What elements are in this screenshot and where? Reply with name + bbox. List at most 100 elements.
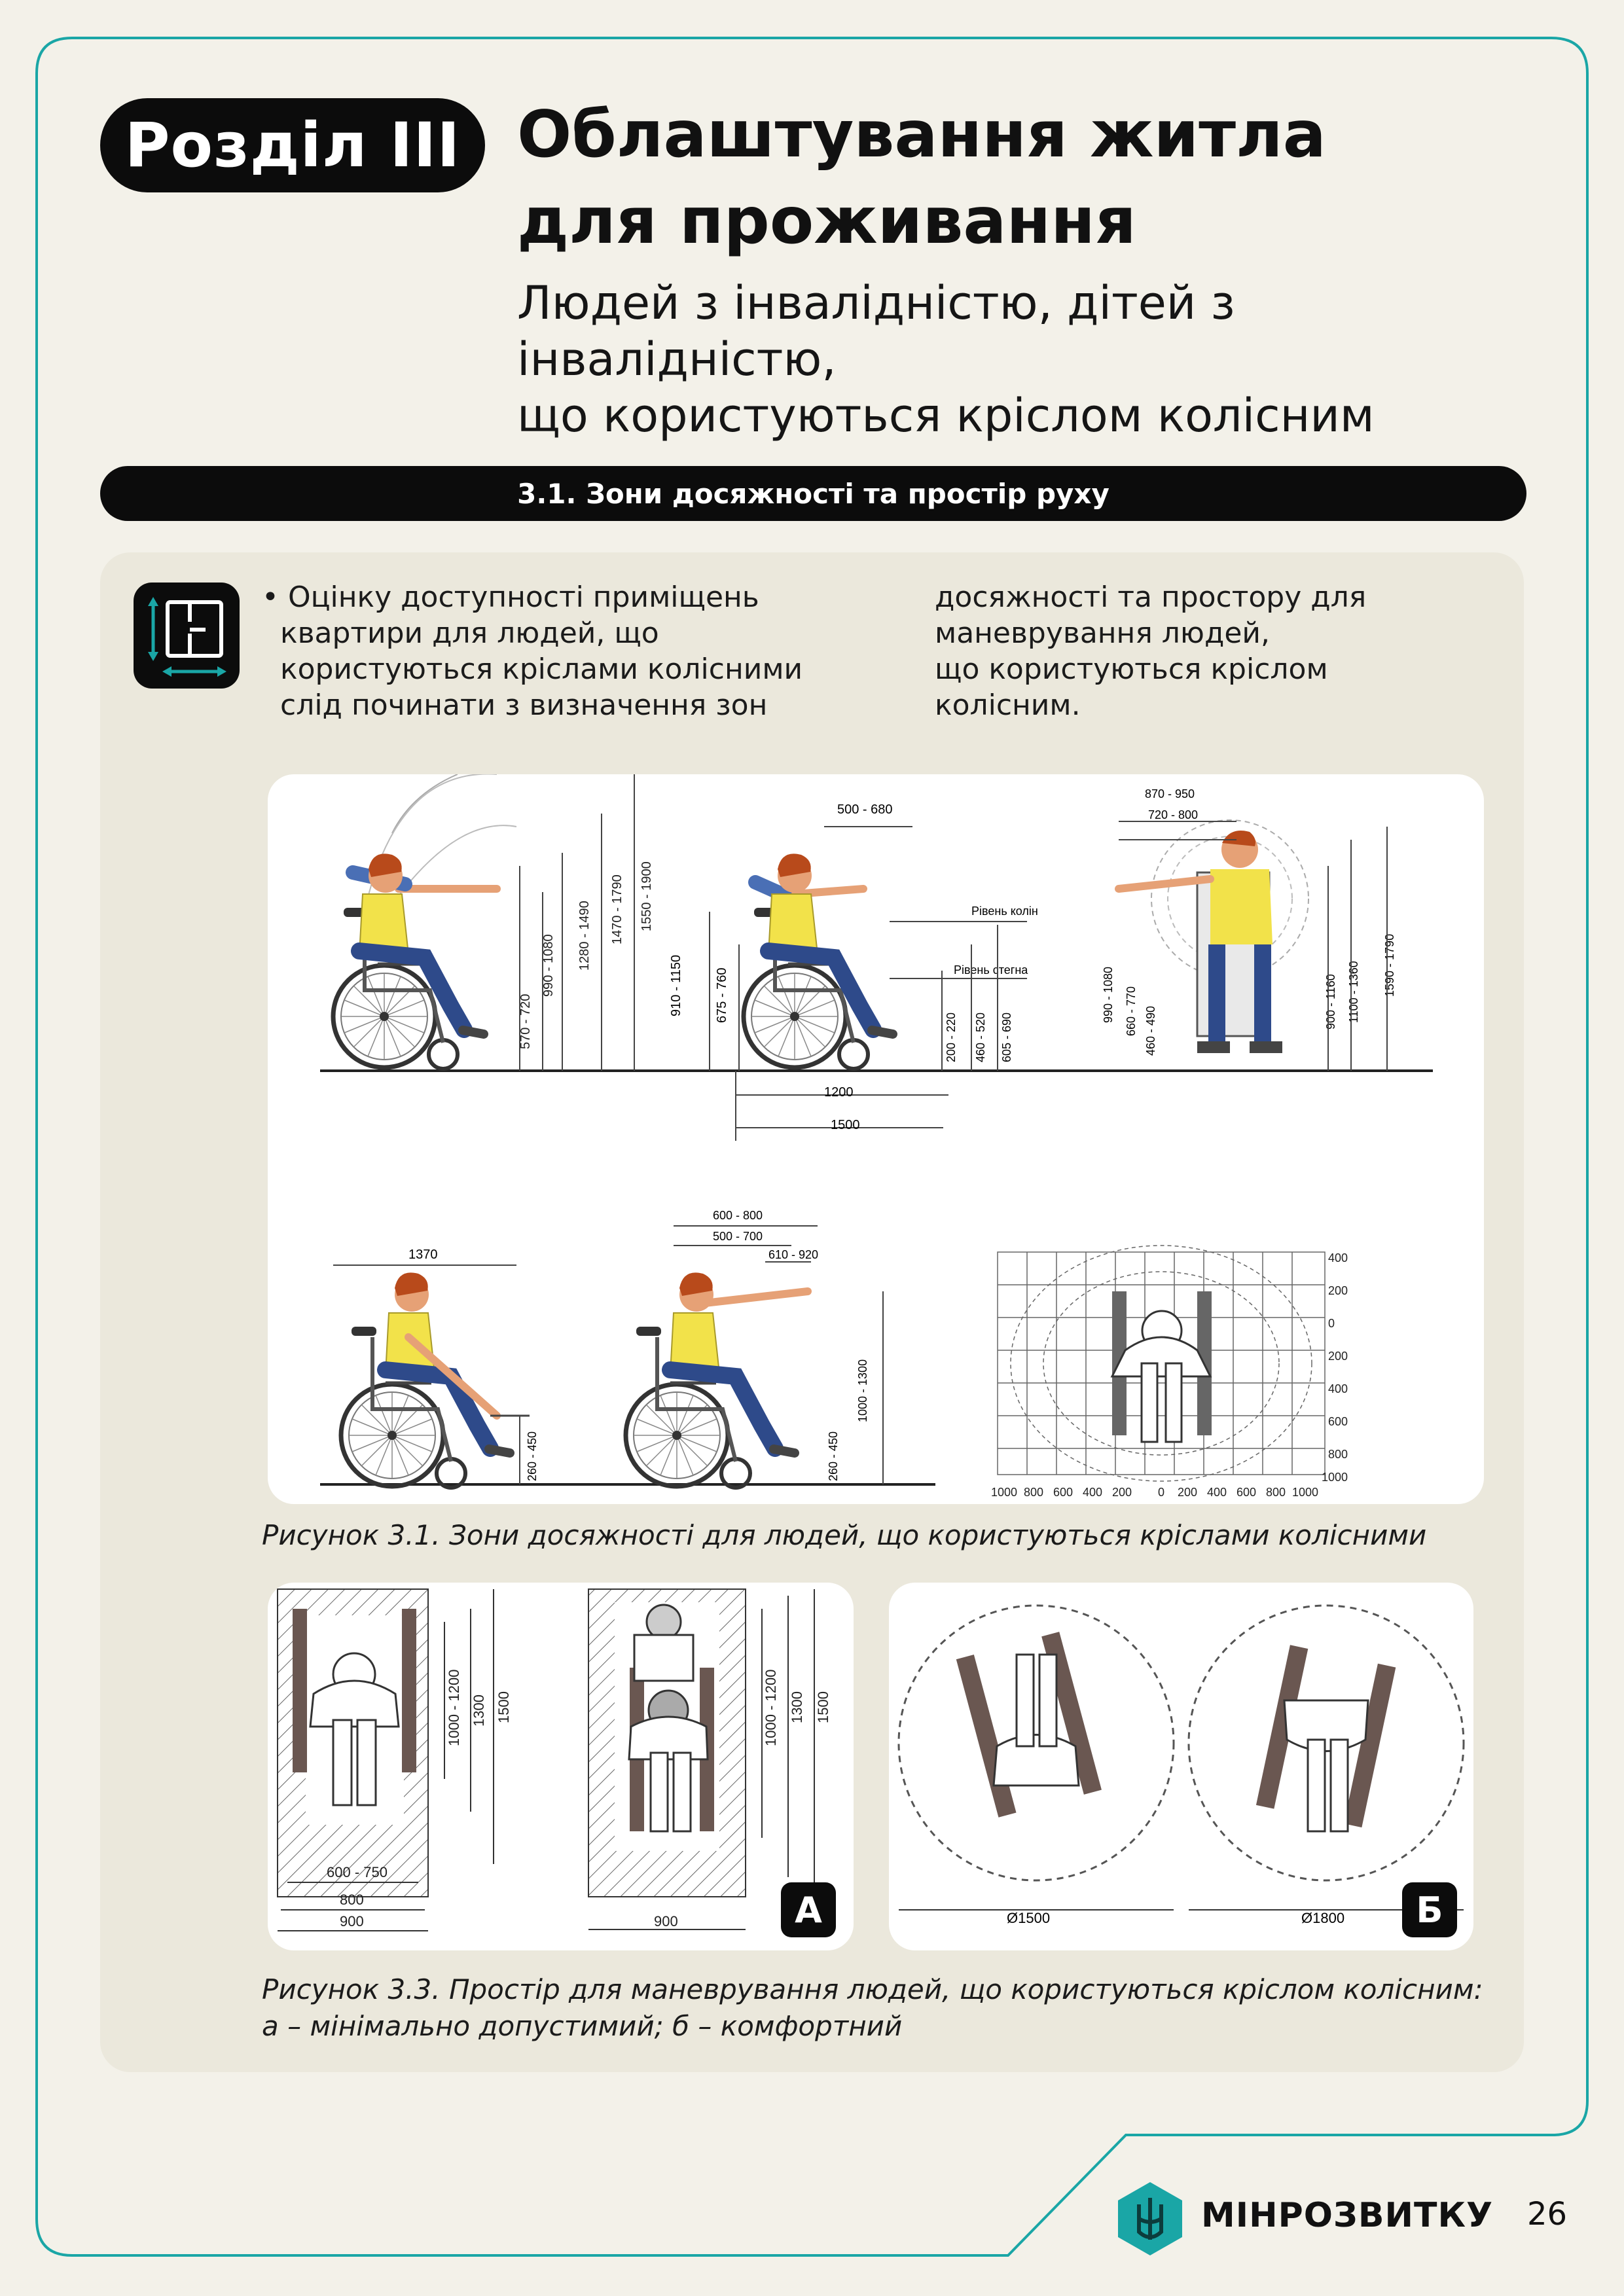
- dim-label: 260 - 450: [526, 1431, 539, 1481]
- dim-label: 1470 - 1790: [610, 874, 624, 944]
- section-heading-bar: 3.1. Зони досяжності та простір руху: [100, 466, 1526, 521]
- grid-y-label: 400: [1328, 1251, 1348, 1265]
- intro-line: досяжності та простору для: [935, 581, 1367, 614]
- grid-y-label: 800: [1328, 1448, 1348, 1461]
- grid-x-label: 600: [1236, 1486, 1256, 1499]
- ministry-trident-icon: [1118, 2182, 1182, 2255]
- reach-figure-3-front: 870 - 950 720 - 800 990 - 1080 660 - 770…: [1102, 787, 1396, 1071]
- dim-label: 1500: [831, 1118, 860, 1132]
- grid-x-label: 1000: [1292, 1486, 1318, 1499]
- dim-label: 1300: [789, 1691, 805, 1723]
- caption-line: Рисунок 3.3. Простір для маневрування лю…: [262, 1973, 1483, 2005]
- intro-line: що користуються кріслом: [935, 653, 1328, 686]
- reach-figure-2: 500 - 680 910 - 1150 675 - 760 Рівень ко…: [669, 802, 1038, 1141]
- dim-label: Ø1800: [1301, 1910, 1344, 1926]
- title-line-2: для проживання: [517, 184, 1136, 259]
- dim-label: 500 - 700: [713, 1230, 763, 1243]
- dim-label: 1000 - 1200: [763, 1670, 779, 1746]
- dim-label: 1370: [408, 1247, 438, 1262]
- figure-3-1-caption: Рисунок 3.1. Зони досяжності для людей, …: [262, 1519, 1427, 1551]
- subtitle-line-2: що користуються кріслом колісним: [517, 389, 1375, 442]
- dim-label: 460 - 490: [1144, 1006, 1157, 1056]
- dim-label: 675 - 760: [715, 967, 729, 1023]
- figure-3-3-b-card: Ø1500 Ø1800: [889, 1583, 1473, 1950]
- dim-label: 660 - 770: [1125, 986, 1138, 1036]
- reach-figure-1: 570 - 720 990 - 1080 1280 - 1490 1470 - …: [333, 774, 654, 1071]
- intro-line: маневрування людей,: [935, 617, 1271, 650]
- maneuver-space-min-diagram: 1000 - 1200 1300 1500 600 - 750 800 900 …: [277, 1588, 831, 1931]
- dim-label: 500 - 680: [837, 802, 893, 817]
- dim-label: 900 - 1160: [1324, 974, 1337, 1030]
- wheelchair-topview-b1: [956, 1632, 1102, 1818]
- reach-zones-diagram: 570 - 720 990 - 1080 1280 - 1490 1470 - …: [320, 774, 1433, 1499]
- wheelchair-topview: [1110, 1291, 1212, 1443]
- grid-y-label: 200: [1328, 1284, 1348, 1297]
- dim-label: 720 - 800: [1148, 808, 1198, 821]
- grid-y-label: 400: [1328, 1382, 1348, 1395]
- section-badge: Розділ ІІІ: [100, 98, 485, 192]
- page-title: Облаштування житла для проживання: [517, 92, 1499, 264]
- dim-label: 1500: [815, 1691, 831, 1723]
- grid-y-label: 600: [1328, 1415, 1348, 1428]
- dim-label: 610 - 920: [768, 1248, 818, 1261]
- subtitle-line-1: Людей з інвалідністю, дітей з інвалідніс…: [517, 276, 1235, 386]
- dim-label: 570 - 720: [518, 994, 533, 1049]
- reach-grid-topview: [997, 1245, 1326, 1482]
- dim-label: 600 - 750: [327, 1864, 388, 1880]
- dim-label: 260 - 450: [827, 1431, 840, 1481]
- grid-x-label: 200: [1178, 1486, 1197, 1499]
- dim-label: Рівень стегна: [954, 963, 1028, 977]
- floor-plan-icon: [134, 583, 240, 689]
- page-subtitle: Людей з інвалідністю, дітей з інвалідніс…: [517, 275, 1564, 444]
- dim-label: 1200: [824, 1085, 854, 1100]
- dim-label: 900: [340, 1913, 364, 1929]
- grid-y-label: 1000: [1322, 1471, 1348, 1484]
- grid-x-label: 1000: [991, 1486, 1017, 1499]
- dim-label: 1000 - 1300: [856, 1359, 869, 1422]
- figure-3-1-card: 570 - 720 990 - 1080 1280 - 1490 1470 - …: [268, 774, 1484, 1504]
- grid-x-label: 400: [1207, 1486, 1227, 1499]
- dim-label: Ø1500: [1007, 1910, 1050, 1926]
- dim-label: 600 - 800: [713, 1209, 763, 1222]
- dim-label: 1590 - 1790: [1383, 934, 1396, 997]
- dim-label: 460 - 520: [974, 1013, 987, 1062]
- dim-label: 1550 - 1900: [640, 861, 654, 931]
- grid-x-label: 600: [1053, 1486, 1073, 1499]
- dim-label: 1280 - 1490: [577, 901, 592, 971]
- grid-x-label: 0: [1158, 1486, 1164, 1499]
- intro-line: слід починати з визначення зон: [280, 689, 768, 722]
- figure-3-3-caption: Рисунок 3.3. Простір для маневрування лю…: [262, 1971, 1483, 2045]
- caption-line: а – мінімально допустимий; б – комфортни…: [262, 2010, 903, 2042]
- dim-label: 1100 - 1360: [1347, 961, 1360, 1023]
- reach-figure-5: 600 - 800 500 - 700 610 - 920 1000 - 130…: [626, 1209, 884, 1488]
- ministry-brand: МІНРОЗВИТКУ: [1201, 2196, 1494, 2235]
- page-number: 26: [1527, 2196, 1568, 2233]
- figure-tag-a: А: [781, 1882, 836, 1937]
- figure-tag-b: Б: [1402, 1882, 1457, 1937]
- dim-label: 605 - 690: [1000, 1013, 1013, 1062]
- dim-label: 900: [654, 1913, 678, 1929]
- grid-x-label: 800: [1024, 1486, 1043, 1499]
- grid-y-label: 200: [1328, 1350, 1348, 1363]
- wheelchair-topview-b2: [1255, 1645, 1396, 1833]
- dim-label: Рівень колін: [971, 905, 1038, 918]
- dim-label: 1300: [471, 1695, 487, 1727]
- dim-label: 800: [340, 1892, 364, 1908]
- dim-label: 990 - 1080: [541, 934, 556, 997]
- dim-label: 990 - 1080: [1102, 967, 1115, 1023]
- intro-line: користуються кріслами колісними: [280, 653, 803, 686]
- maneuver-space-comfort-diagram: Ø1500 Ø1800: [897, 1604, 1465, 1926]
- intro-text-column-1: • Оцінку доступності приміщень квартири …: [262, 579, 877, 723]
- dim-label: 1000 - 1200: [446, 1670, 462, 1746]
- grid-x-label: 200: [1112, 1486, 1132, 1499]
- dim-label: 910 - 1150: [669, 955, 683, 1016]
- intro-text-column-2: досяжності та простору для маневрування …: [935, 579, 1445, 723]
- intro-line: колісним.: [935, 689, 1081, 722]
- figure-3-3-a-card: 1000 - 1200 1300 1500 600 - 750 800 900 …: [268, 1583, 854, 1950]
- grid-x-label: 800: [1266, 1486, 1286, 1499]
- title-line-1: Облаштування житла: [517, 98, 1326, 172]
- dim-label: 1500: [496, 1691, 512, 1723]
- grid-y-label: 0: [1328, 1317, 1335, 1330]
- dim-label: 200 - 220: [945, 1013, 958, 1062]
- intro-line: квартири для людей, що: [280, 617, 659, 650]
